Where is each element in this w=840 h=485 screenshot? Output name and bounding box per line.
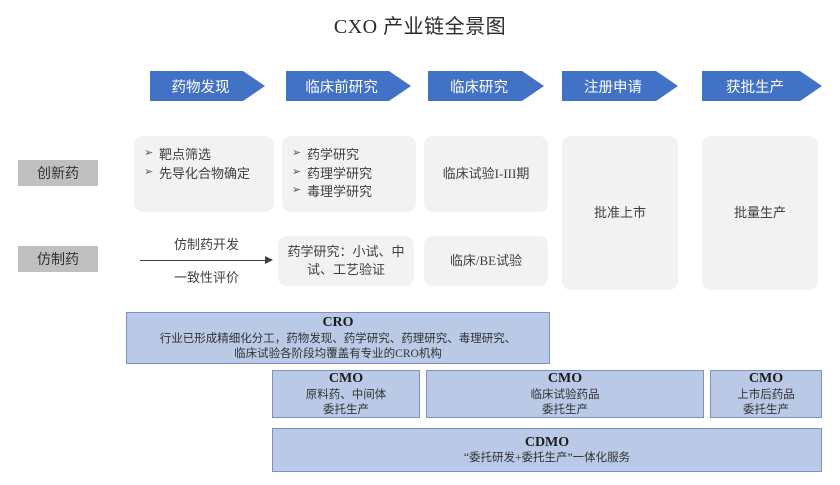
stage-chevron-label: 临床前研究 [305,79,378,96]
service-title: CMO [748,371,784,387]
service-desc-line-2: 委托生产 [542,403,588,416]
row-label-generic-drug: 仿制药 [18,246,98,272]
stage-chevron-approved-production[interactable]: 获批生产 [702,71,822,101]
box-label: 批量生产 [733,205,786,221]
arrow-head-icon [265,256,273,264]
service-title: CRO [322,315,354,331]
box-preclinical-activities: ➢ 药学研究 ➢ 药理学研究 ➢ 毒理学研究 [282,136,416,212]
service-bar-cmo-post-market[interactable]: CMO 上市后药品 委托生产 [710,370,822,418]
bullet-icon: ➢ [144,147,154,159]
service-desc-line-1: 临床试验药品 [530,388,600,401]
box-label: 药学研究：小试、中试、工艺验证 [287,244,405,277]
service-bar-cmo-api[interactable]: CMO 原料药、中间体 委托生产 [272,370,420,418]
list-item-label: 毒理学研究 [307,184,373,200]
box-label: 批准上市 [593,205,646,221]
stage-chevron-label: 药物发现 [171,79,230,96]
stage-chevron-discovery[interactable]: 药物发现 [150,71,265,101]
box-label: 临床/BE试验 [449,253,523,269]
page-title: CXO 产业链全景图 [333,16,507,38]
list-item: ➢ 先导化合物确定 [144,165,268,183]
box-discovery-activities: ➢ 靶点筛选 ➢ 先导化合物确定 [134,136,274,212]
list-item: ➢ 药理学研究 [292,165,410,183]
list-item-label: 先导化合物确定 [159,165,251,181]
list-item: ➢ 靶点筛选 [144,146,268,164]
arrow-shaft [140,260,266,261]
service-bar-cro[interactable]: CRO 行业已形成精细化分工，药物发现、药学研究、药理研究、毒理研究、 临床试验… [126,312,550,364]
arrow-top-label: 仿制药开发 [173,237,239,252]
box-clinical-trial-phases: 临床试验I-III期 [424,136,548,212]
service-subtitle: “委托研发+委托生产”一体化服务 [463,452,631,465]
service-desc-line-2: 临床试验各阶段均覆盖有专业的CRO机构 [234,347,442,360]
list-item-label: 药学研究 [307,147,360,162]
stage-chevron-clinical[interactable]: 临床研究 [428,71,544,101]
box-generic-pharmaceutics: 药学研究：小试、中试、工艺验证 [278,236,414,286]
service-title: CMO [547,371,583,387]
box-market-approval: 批准上市 [562,136,678,290]
row-label-innovative-drug: 创新药 [18,160,98,186]
bullet-icon: ➢ [292,165,302,178]
box-mass-production: 批量生产 [702,136,818,290]
stage-chevron-preclinical[interactable]: 临床前研究 [286,71,411,101]
generic-development-arrow: 仿制药开发 一致性评价 [140,234,273,286]
service-title: CMO [328,371,364,387]
service-desc-line-1: 原料药、中间体 [305,388,387,401]
stage-chevron-label: 临床研究 [450,79,508,96]
arrow-bottom-label: 一致性评价 [173,270,239,285]
service-bar-cmo-clinical[interactable]: CMO 临床试验药品 委托生产 [426,370,704,418]
bullet-icon: ➢ [292,184,302,197]
bullet-icon: ➢ [144,165,154,178]
service-bar-cdmo[interactable]: CDMO “委托研发+委托生产”一体化服务 [272,428,822,472]
service-desc-line-2: 委托生产 [323,403,369,416]
service-desc-line-2: 委托生产 [743,403,789,416]
row-label-text: 创新药 [37,167,79,182]
list-item: ➢ 毒理学研究 [292,183,410,201]
box-generic-clinical-be: 临床/BE试验 [424,236,548,286]
stage-chevron-registration[interactable]: 注册申请 [562,71,678,101]
row-label-text: 仿制药 [37,253,79,268]
box-label: 临床试验I-III期 [442,166,530,182]
service-desc-line-1: 上市后药品 [737,388,795,401]
service-desc-line-1: 行业已形成精细化分工，药物发现、药学研究、药理研究、毒理研究、 [159,332,517,345]
service-title: CDMO [524,434,570,450]
stage-chevron-label: 注册申请 [584,79,642,96]
bullet-icon: ➢ [292,147,302,159]
list-item: ➢ 药学研究 [292,146,410,164]
stage-chevron-label: 获批生产 [726,79,784,96]
list-item-label: 药理学研究 [307,165,373,181]
list-item-label: 靶点筛选 [159,147,212,162]
